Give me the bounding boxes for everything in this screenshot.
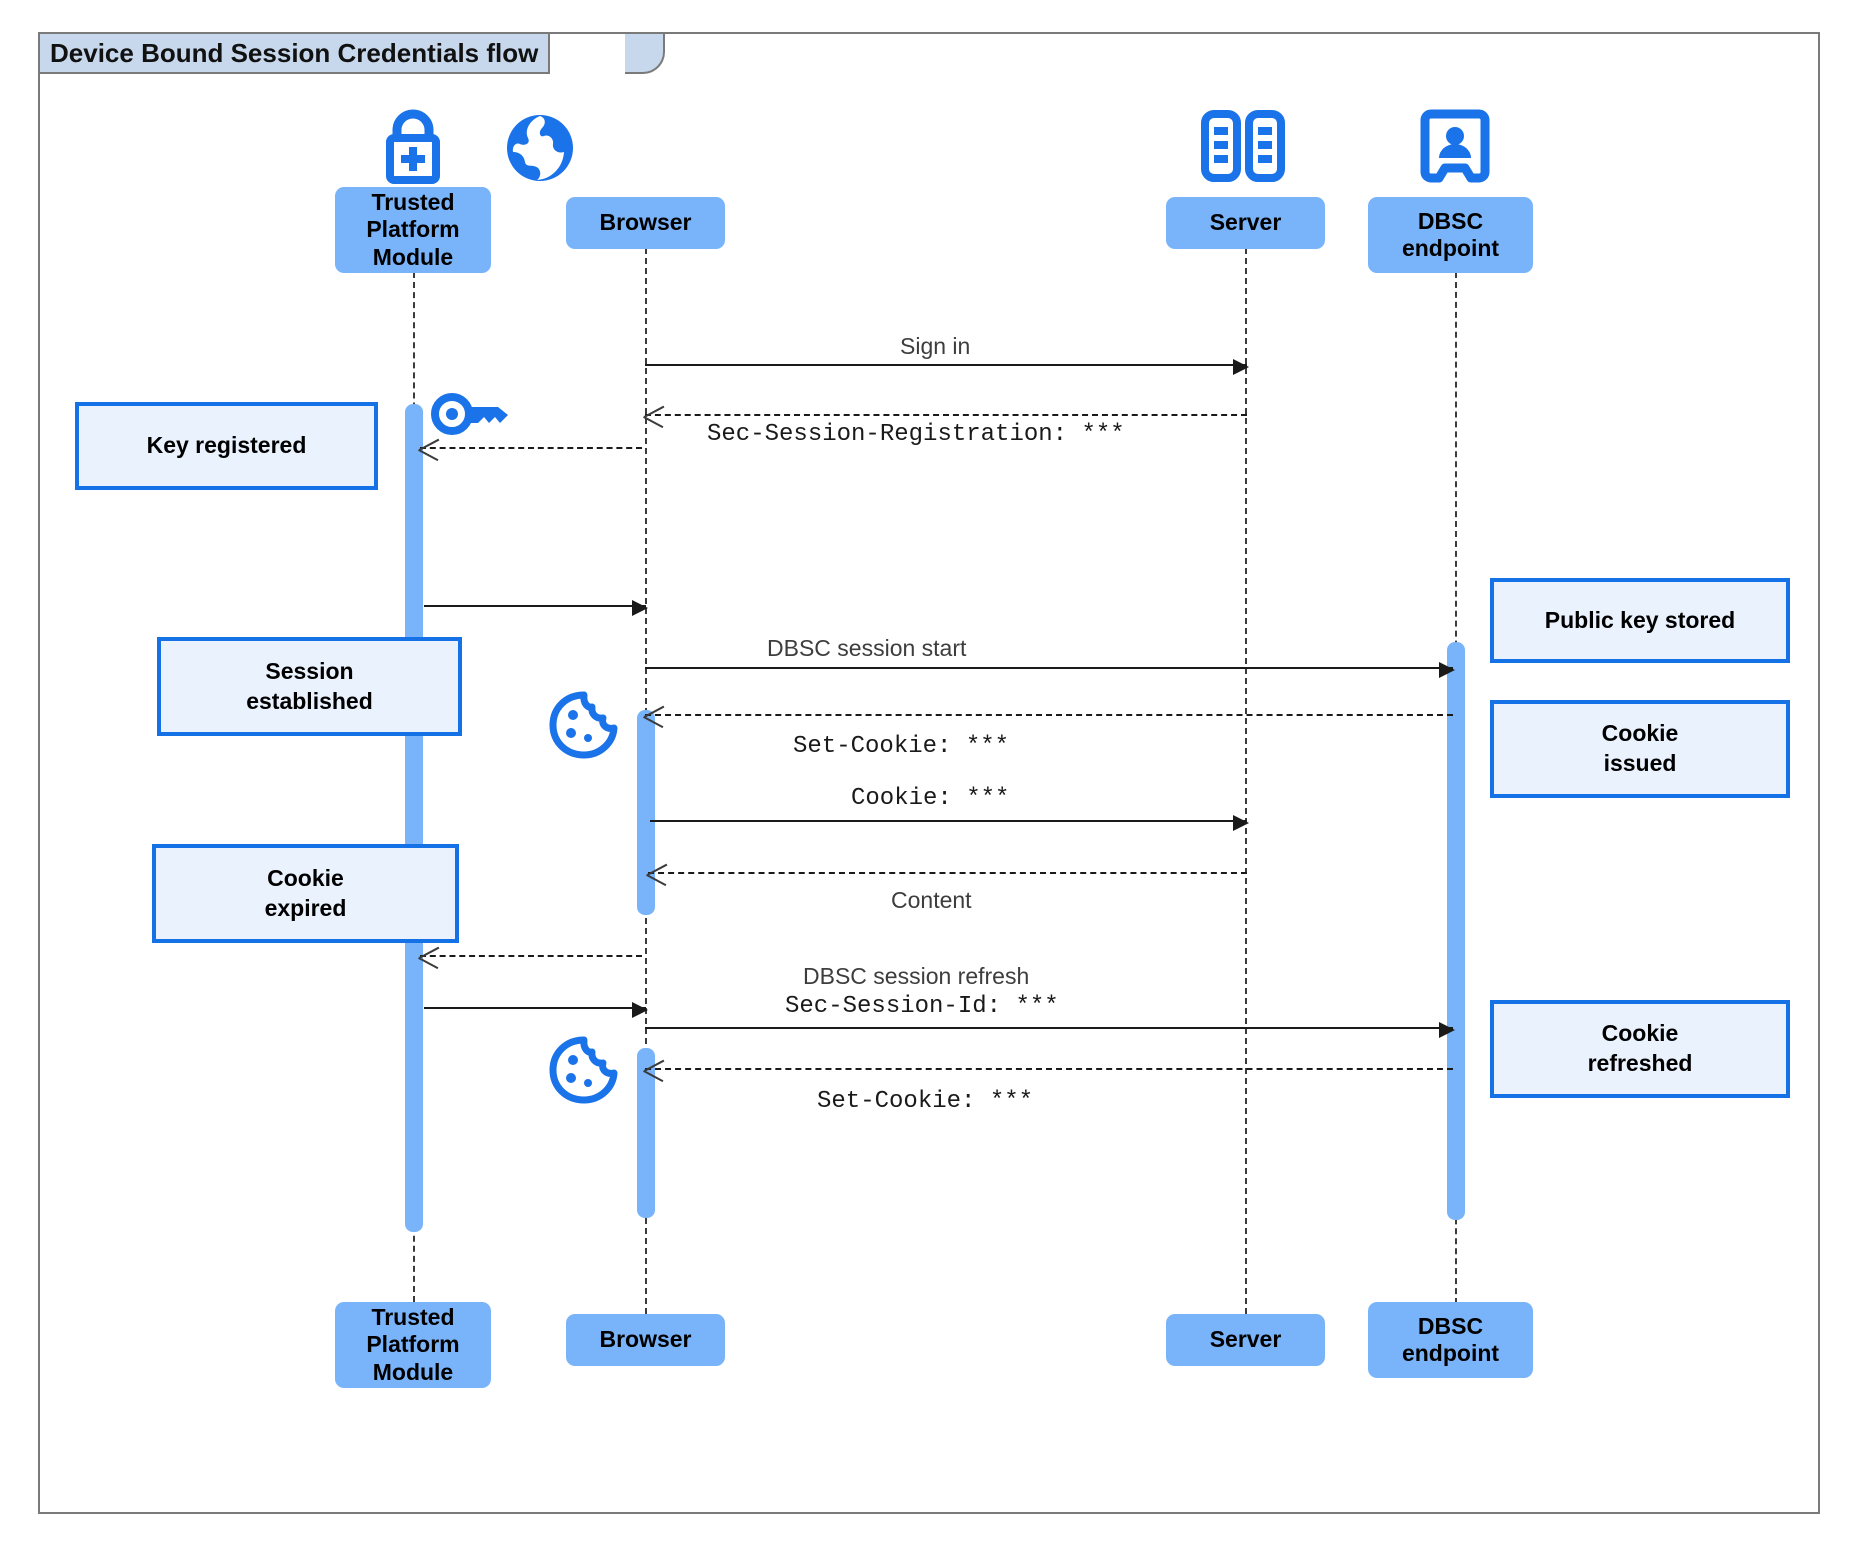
message-arrow-cookie: [650, 815, 1249, 831]
lifeline-server: [1245, 248, 1247, 1314]
message-arrow-tpm-to-browser-key: [424, 600, 648, 616]
message-arrow-dbsc-session-refresh: [645, 1022, 1455, 1038]
message-arrow-sec-session-registration: [645, 414, 1247, 418]
note-cookie-expired-text: Cookie expired: [264, 864, 347, 921]
diagram-title-tab: Device Bound Session Credentials flow: [40, 34, 551, 74]
note-cookie-issued-text: Cookie issued: [1601, 720, 1679, 776]
arrowhead-right-icon: [1439, 662, 1455, 678]
message-arrow-dbsc-session-start: [645, 662, 1455, 678]
message-label-sec-session-registration: Sec-Session-Registration: ***: [707, 421, 1125, 448]
cookie-icon: [549, 1036, 618, 1104]
message-label-dbsc-session-start: DBSC session start: [767, 635, 967, 661]
participant-tpm-label: Trusted Platform Module: [366, 189, 460, 270]
participant-footer-tpm-label: Trusted Platform Module: [366, 1304, 460, 1385]
lock-plus-icon: [386, 109, 440, 184]
participant-footer-browser[interactable]: Browser: [566, 1314, 725, 1366]
participant-dbsc-label: DBSC endpoint: [1401, 207, 1500, 261]
note-session-established: Session established: [157, 637, 462, 736]
note-key-registered: Key registered: [75, 402, 378, 490]
arrowhead-right-icon: [632, 1002, 648, 1018]
note-public-key-stored-text: Public key stored: [1544, 606, 1736, 633]
message-label-content: Content: [891, 887, 972, 913]
message-label-sign-in: Sign in: [900, 333, 971, 359]
message-arrow-sign-in: [645, 359, 1249, 375]
participant-footer-server-label: Server: [1209, 1326, 1282, 1353]
message-arrow-content: [648, 872, 1247, 876]
note-cookie-refreshed: Cookie refreshed: [1490, 1000, 1790, 1098]
message-arrow-browser-to-tpm-register: [420, 447, 642, 451]
arrowhead-left-icon: [644, 1058, 664, 1082]
note-public-key-stored: Public key stored: [1490, 578, 1790, 663]
note-cookie-issued: Cookie issued: [1490, 700, 1790, 798]
participant-footer-dbsc[interactable]: DBSC endpoint: [1368, 1302, 1533, 1378]
arrowhead-left-icon: [644, 404, 664, 428]
arrowhead-right-icon: [632, 600, 648, 616]
arrowhead-left-icon: [419, 945, 439, 969]
arrowhead-left-icon: [647, 862, 667, 886]
page-title: Device Bound Session Credentials flow: [50, 37, 539, 68]
message-label-sec-session-id: Sec-Session-Id: ***: [785, 993, 1059, 1020]
message-label-set-cookie-2: Set-Cookie: ***: [817, 1088, 1034, 1115]
cookie-icon: [549, 691, 618, 759]
participant-server[interactable]: Server: [1166, 197, 1325, 249]
activation-tpm: [405, 404, 423, 1232]
participant-footer-tpm[interactable]: Trusted Platform Module: [335, 1302, 491, 1388]
participant-tpm[interactable]: Trusted Platform Module: [335, 187, 491, 273]
key-icon: [431, 393, 508, 435]
arrowhead-right-icon: [1233, 815, 1249, 831]
server-racks-icon: [1201, 110, 1285, 182]
message-arrow-set-cookie-1: [645, 714, 1453, 718]
note-key-registered-text: Key registered: [146, 432, 307, 459]
message-arrow-set-cookie-2: [645, 1068, 1453, 1072]
participant-dbsc[interactable]: DBSC endpoint: [1368, 197, 1533, 273]
message-arrow-browser-to-tpm-refresh: [420, 955, 642, 959]
message-arrow-tpm-to-browser-refresh: [424, 1002, 648, 1018]
participant-footer-browser-label: Browser: [599, 1326, 692, 1353]
arrowhead-right-icon: [1439, 1022, 1455, 1038]
participant-browser[interactable]: Browser: [566, 197, 725, 249]
activation-browser-2: [637, 1048, 655, 1218]
participant-footer-dbsc-label: DBSC endpoint: [1401, 1312, 1500, 1366]
globe-icon: [507, 115, 573, 181]
note-cookie-refreshed-text: Cookie refreshed: [1587, 1020, 1693, 1076]
message-label-set-cookie-1: Set-Cookie: ***: [793, 733, 1010, 760]
arrowhead-right-icon: [1233, 359, 1249, 375]
note-cookie-expired: Cookie expired: [152, 844, 459, 943]
participant-browser-label: Browser: [599, 209, 692, 236]
message-label-cookie: Cookie: ***: [851, 785, 1010, 812]
title-tab-notch: [625, 34, 665, 74]
message-label-dbsc-session-refresh: DBSC session refresh: [803, 963, 1030, 989]
participant-footer-server[interactable]: Server: [1166, 1314, 1325, 1366]
note-session-established-text: Session established: [246, 657, 373, 714]
id-badge-icon: [1420, 109, 1490, 183]
arrowhead-left-icon: [644, 704, 664, 728]
participant-server-label: Server: [1209, 209, 1282, 236]
activation-dbsc: [1447, 642, 1465, 1220]
